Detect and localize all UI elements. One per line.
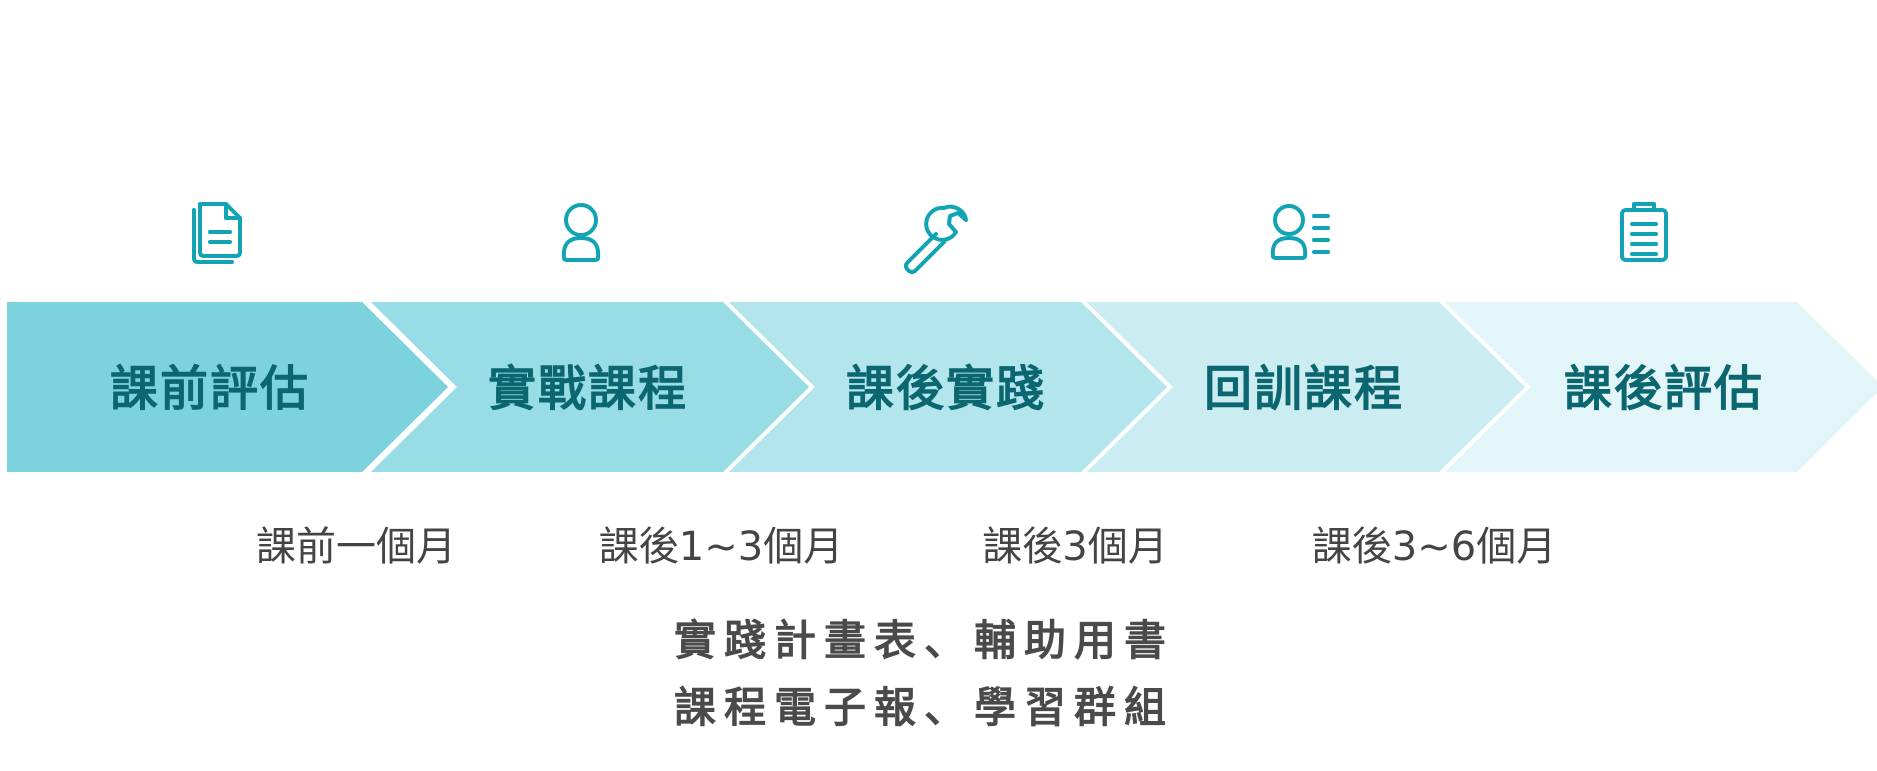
person-list-icon xyxy=(1270,204,1330,260)
step-label-post-practice: 課後實踐 xyxy=(846,361,1046,417)
timing-label-4: 課後3~6個月 xyxy=(1312,524,1556,570)
chevron-step-1 xyxy=(3,298,454,476)
wrench-icon xyxy=(904,204,968,274)
support-line-1: 實踐計畫表、輔助用書 xyxy=(674,616,1174,665)
timing-label-2: 課後1~3個月 xyxy=(599,524,843,570)
support-line-2: 課程電子報、學習群組 xyxy=(674,683,1174,732)
clipboard-icon xyxy=(1620,202,1668,262)
process-chevrons xyxy=(3,298,1877,476)
documents-icon xyxy=(192,202,242,264)
chevron-step-5 xyxy=(1435,298,1877,476)
person-icon xyxy=(561,203,601,262)
timing-label-3: 課後3個月 xyxy=(982,524,1167,570)
step-label-pre-assessment: 課前評估 xyxy=(110,361,310,417)
step-label-refresher-course: 回訓課程 xyxy=(1204,361,1404,417)
step-label-post-assessment: 課後評估 xyxy=(1564,361,1764,417)
step-label-practical-course: 實戰課程 xyxy=(488,361,688,417)
timing-label-1: 課前一個月 xyxy=(256,524,456,570)
